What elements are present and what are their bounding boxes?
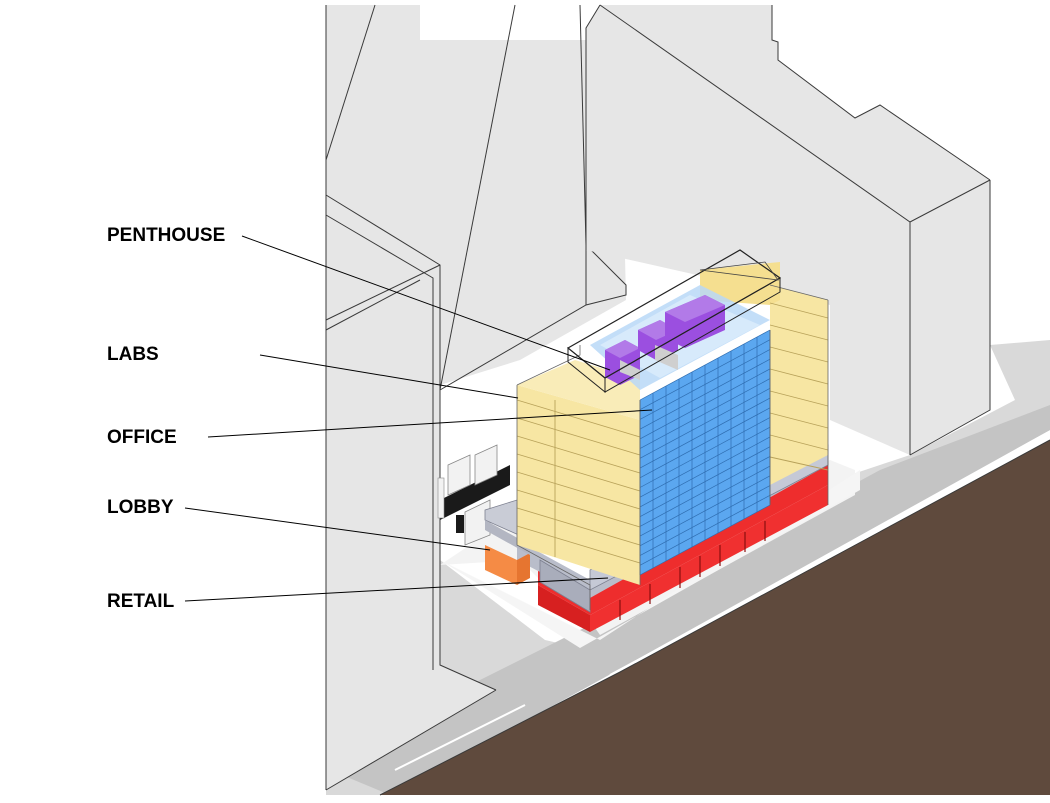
leader-lobby bbox=[184, 507, 491, 551]
curb-mark bbox=[944, 437, 1046, 493]
curb-mark bbox=[394, 704, 526, 771]
label-retail: RETAIL bbox=[107, 591, 175, 612]
program-labels: PENTHOUSE LABS OFFICE LOBBY RETAIL bbox=[107, 225, 225, 612]
label-office: OFFICE bbox=[107, 427, 177, 448]
curb-mark bbox=[609, 529, 881, 676]
street-lane bbox=[330, 405, 1050, 795]
glass-envelope bbox=[516, 249, 829, 610]
context-buildings bbox=[325, 4, 991, 791]
penthouse-volumes bbox=[605, 295, 725, 385]
label-labs: LABS bbox=[107, 344, 159, 365]
label-penthouse: PENTHOUSE bbox=[107, 225, 225, 246]
context-building-right bbox=[586, 5, 990, 455]
label-lobby: LOBBY bbox=[107, 497, 174, 518]
leader-penthouse bbox=[241, 235, 611, 371]
retail-base bbox=[538, 465, 828, 615]
leader-lines bbox=[184, 235, 653, 602]
context-building-left bbox=[326, 5, 626, 790]
labs-east-face bbox=[770, 285, 828, 485]
leader-retail bbox=[184, 577, 609, 602]
west-fence bbox=[437, 444, 510, 546]
curb-line bbox=[379, 439, 1050, 796]
leader-office bbox=[207, 409, 653, 438]
road bbox=[380, 440, 1050, 795]
leader-labs bbox=[259, 354, 519, 399]
lobby-block bbox=[485, 545, 517, 585]
